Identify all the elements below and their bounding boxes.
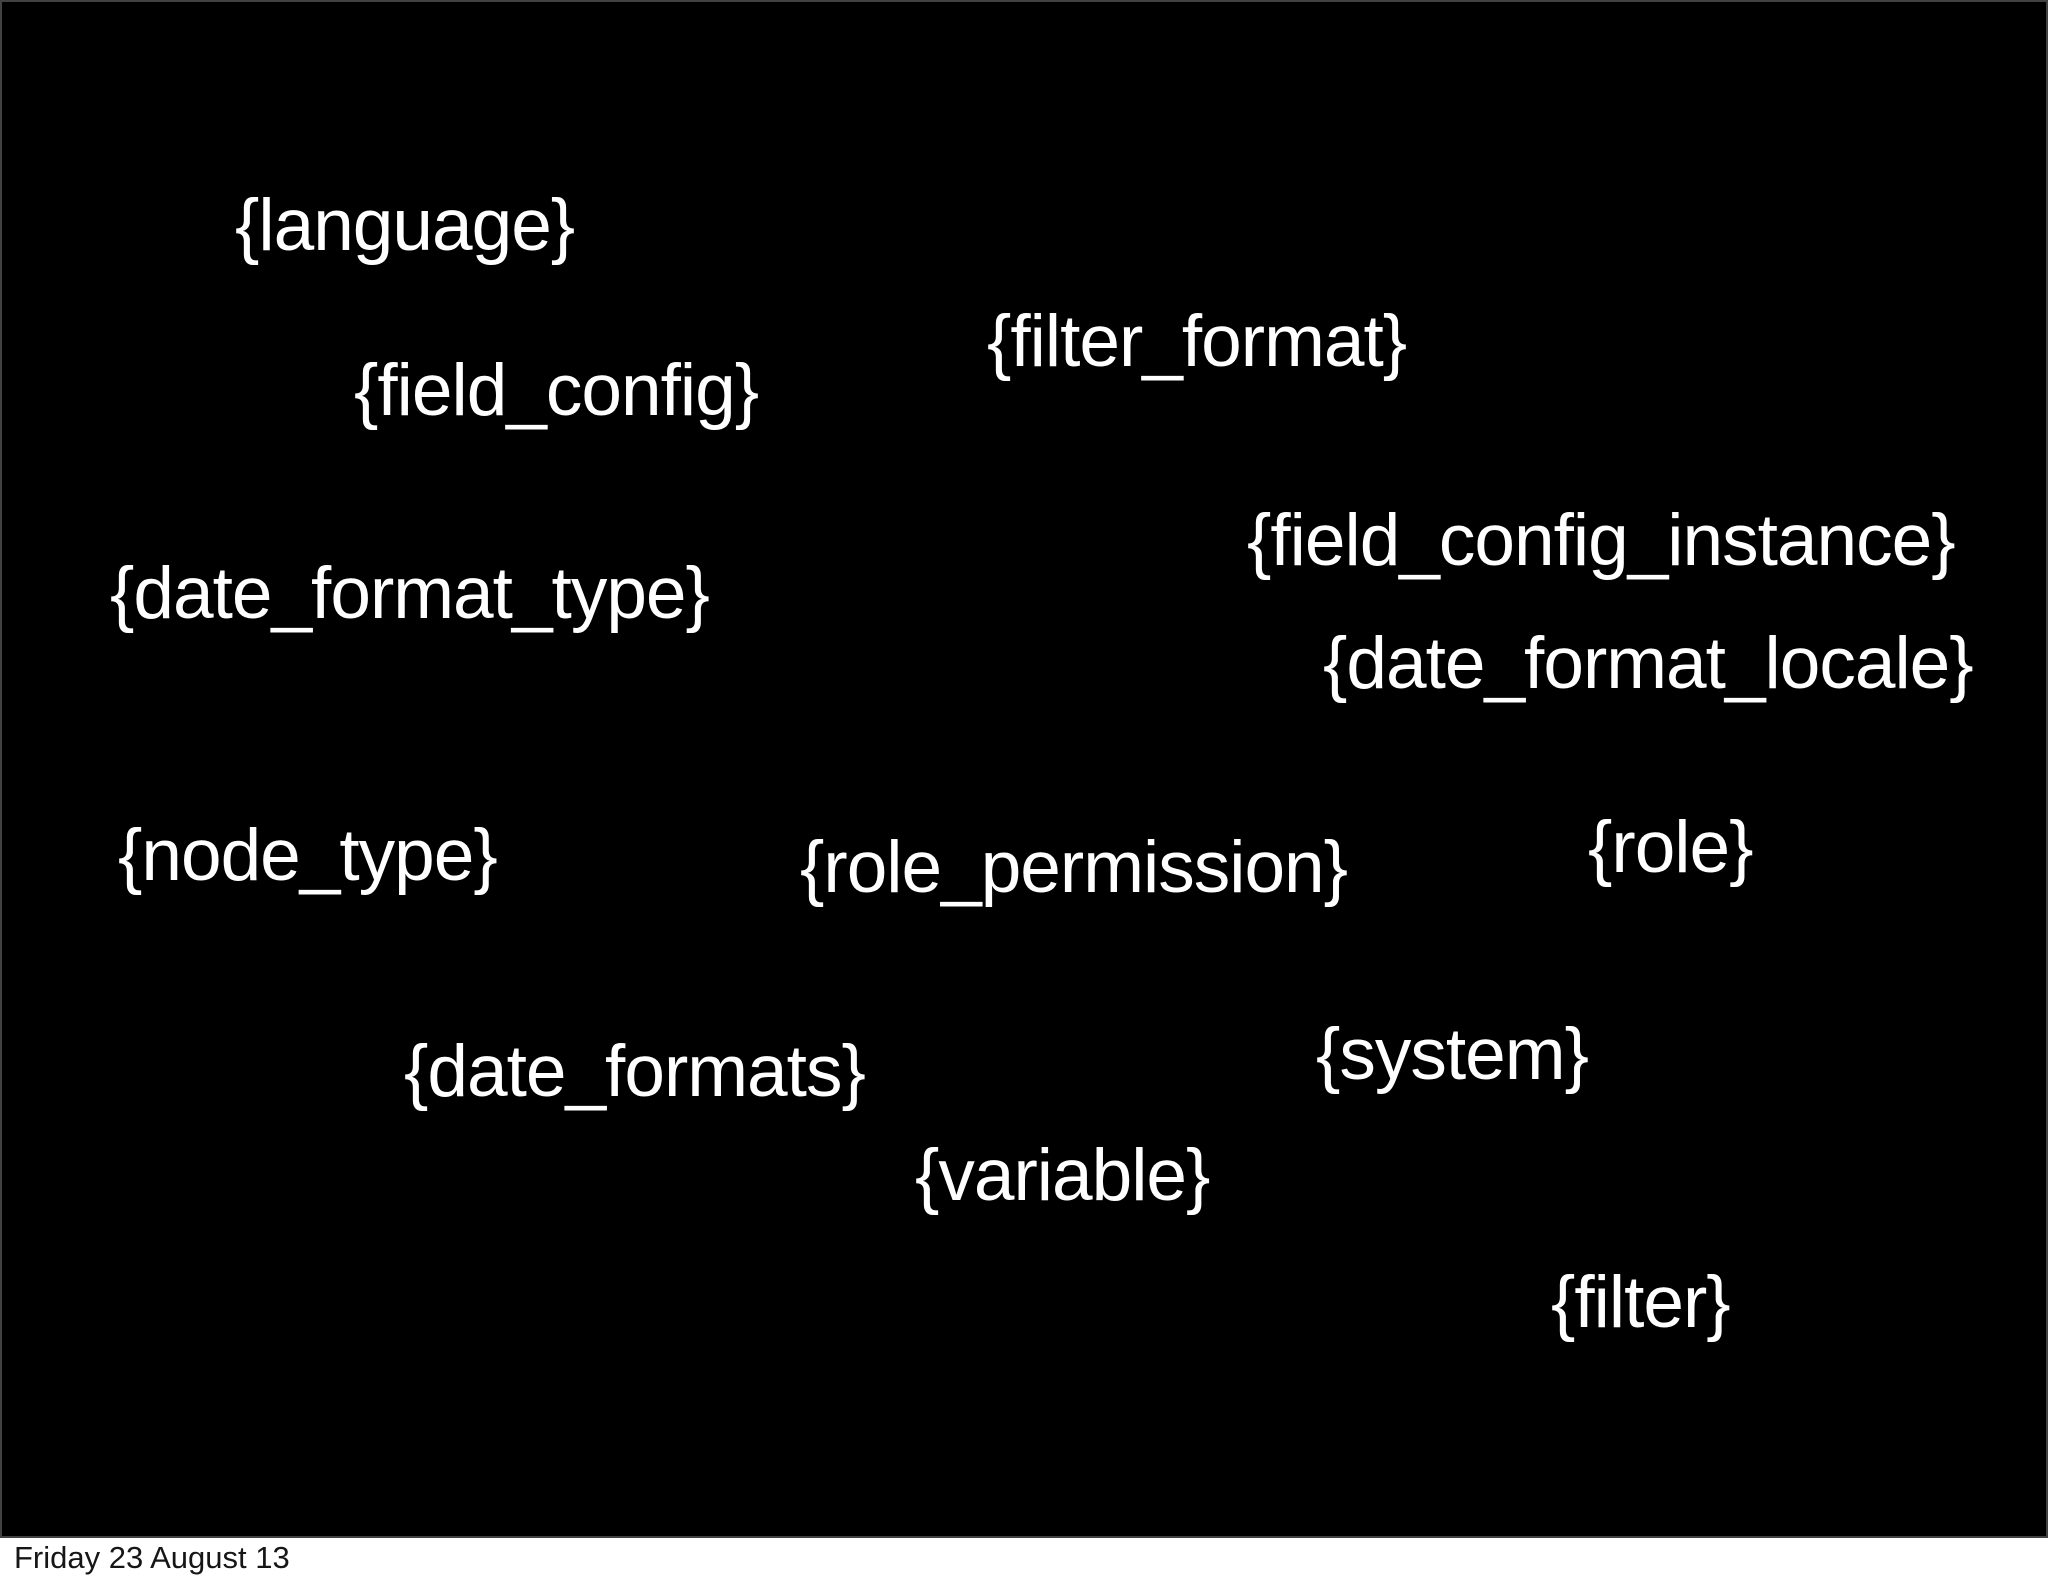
footer-bar: Friday 23 August 13 xyxy=(0,1538,2048,1576)
table-name-label: {role_permission} xyxy=(800,827,1348,908)
footer-date: Friday 23 August 13 xyxy=(14,1539,290,1575)
table-name-label: {date_format_locale} xyxy=(1323,623,1974,704)
table-name-label: {language} xyxy=(235,185,575,266)
table-name-label: {variable} xyxy=(915,1135,1210,1216)
table-name-label: {filter} xyxy=(1551,1262,1731,1343)
table-name-label: {node_type} xyxy=(118,815,498,896)
table-name-label: {field_config} xyxy=(354,350,759,431)
slide-canvas: {language} {filter_format} {field_config} {… xyxy=(0,0,2048,1538)
table-name-label: {date_formats} xyxy=(404,1031,866,1112)
table-name-label: {system} xyxy=(1316,1014,1589,1095)
table-name-label: {filter_format} xyxy=(987,301,1407,382)
table-name-label: {role} xyxy=(1588,807,1753,888)
table-name-label: {field_config_instance} xyxy=(1247,500,1956,581)
table-name-label: {date_format_type} xyxy=(110,553,710,634)
